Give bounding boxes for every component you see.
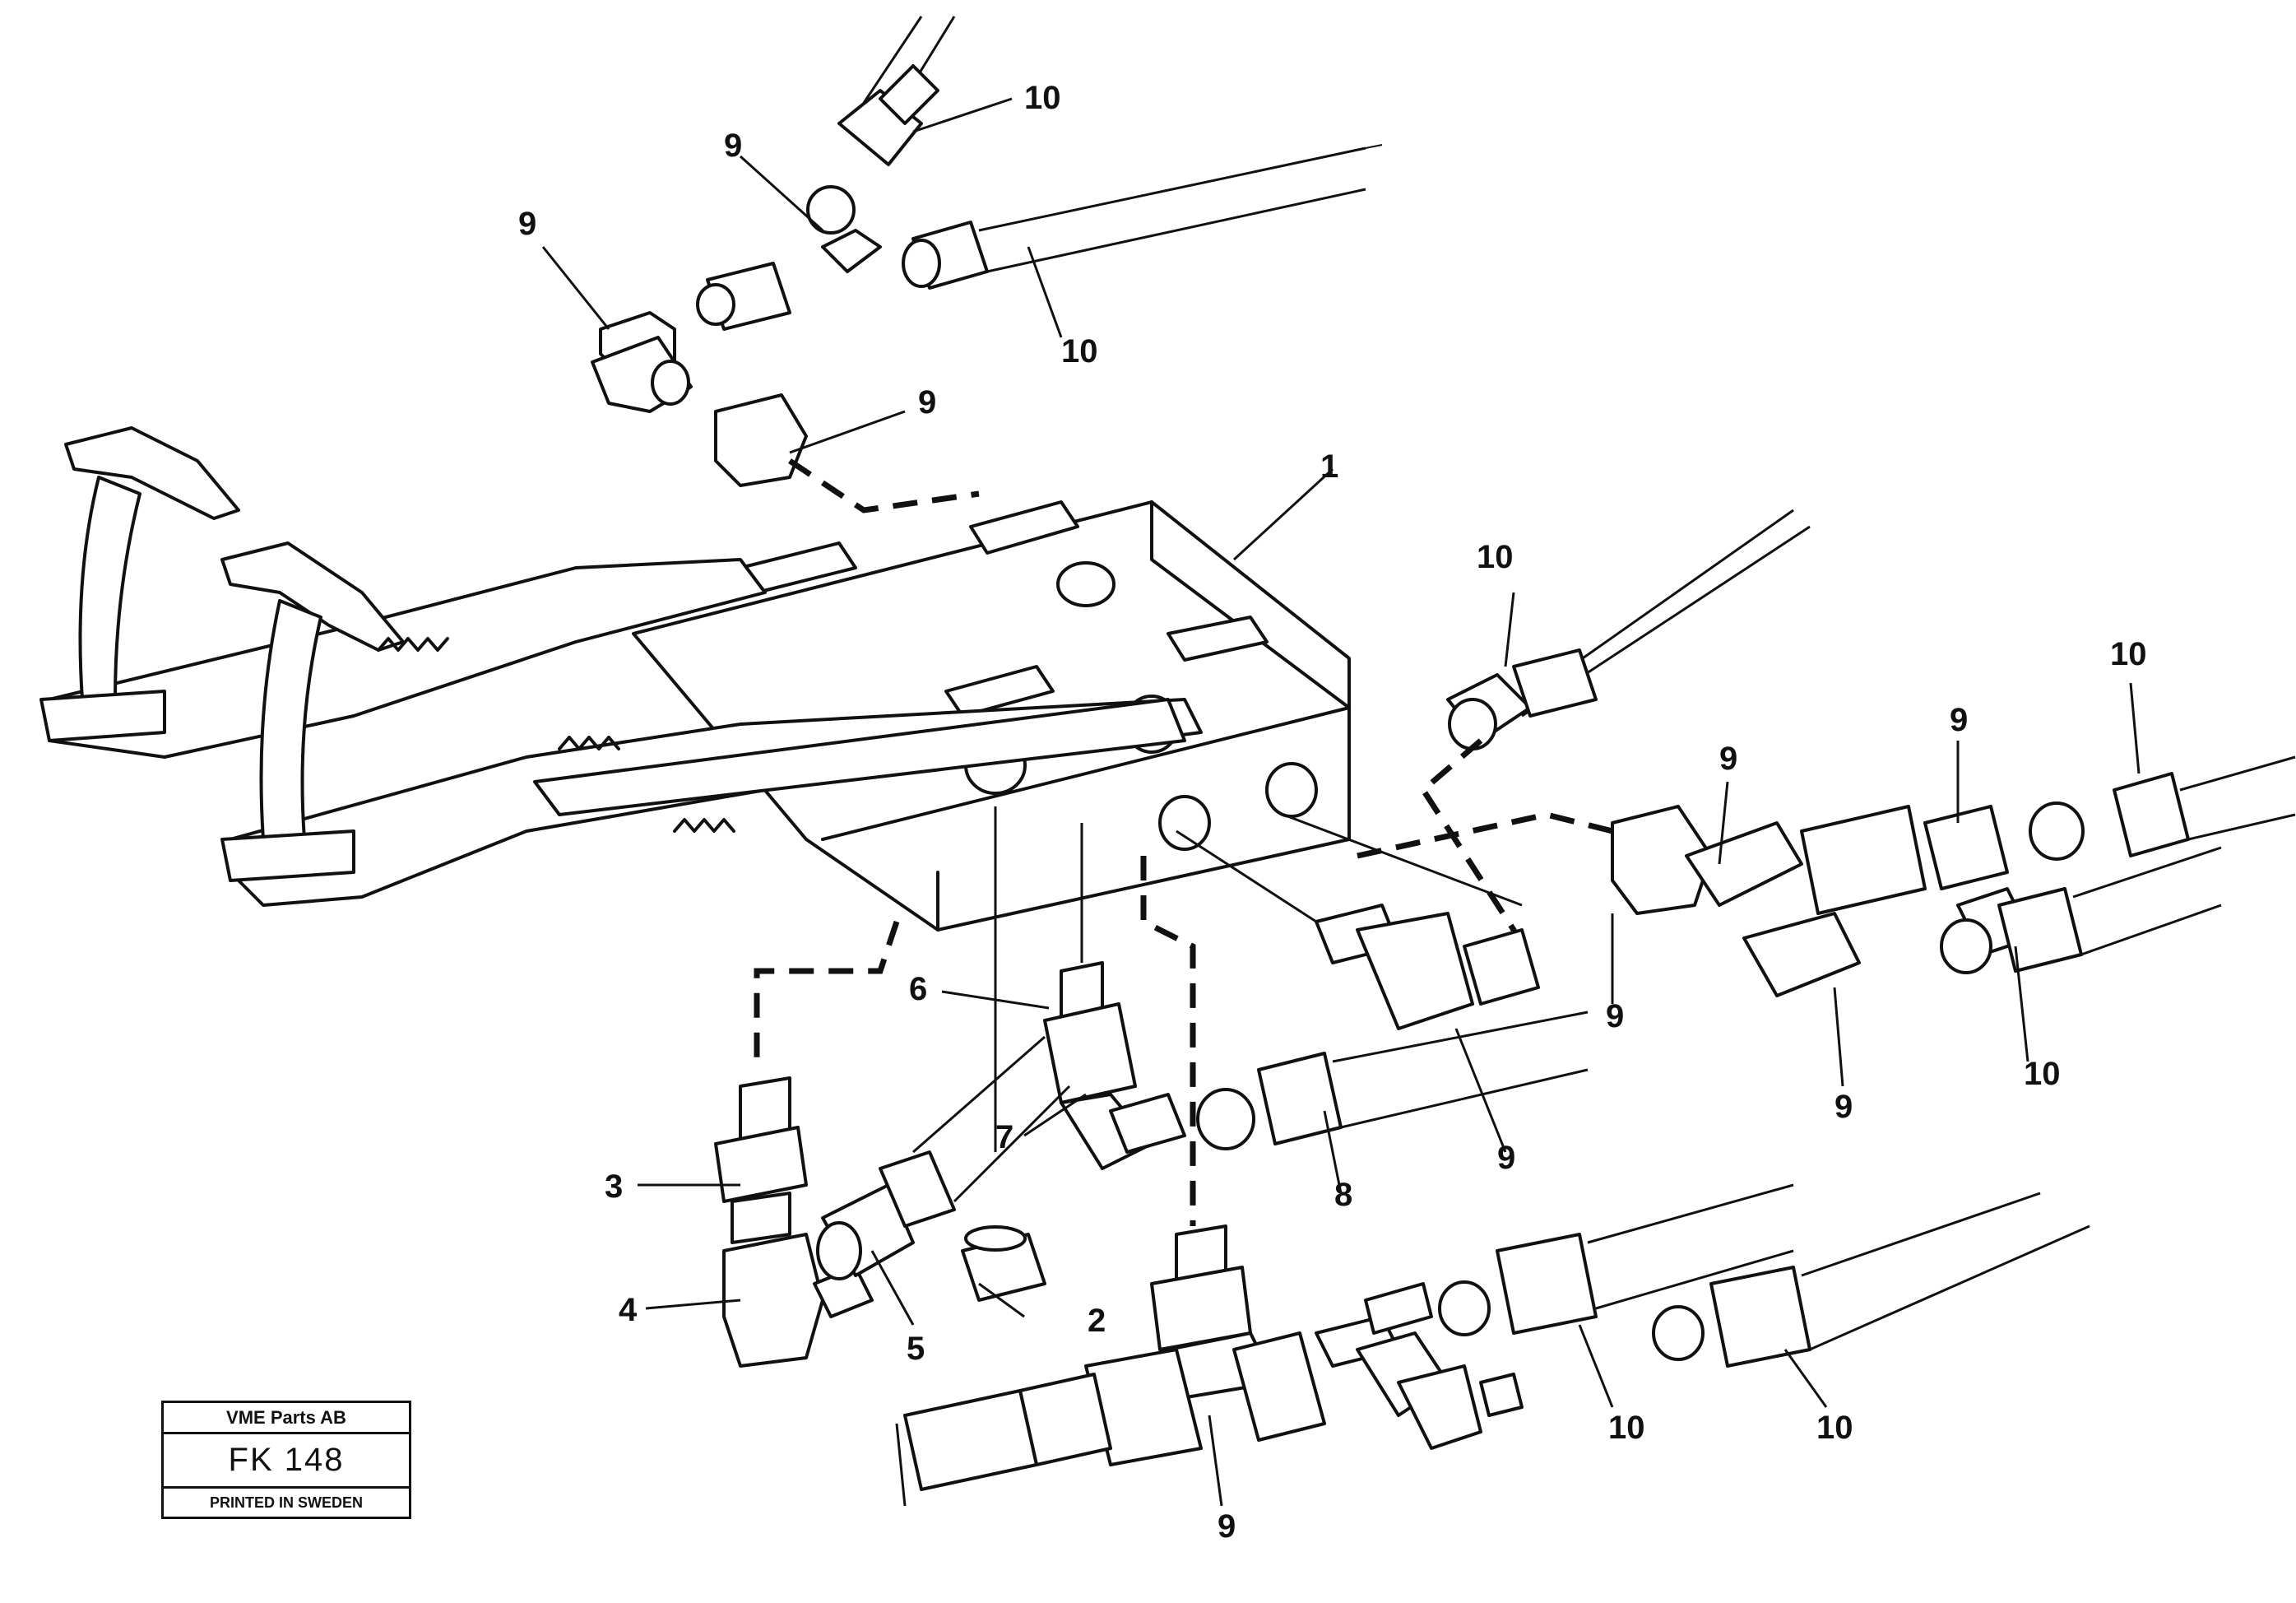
callout-9-mid: 9 <box>1497 1140 1515 1176</box>
stamp-company: VME Parts AB <box>164 1403 409 1434</box>
stamp-figure-number: FK 148 <box>164 1434 409 1489</box>
callout-9-bottom: 9 <box>1218 1508 1236 1545</box>
middle-fittings <box>1043 904 1589 1170</box>
guide-lines <box>754 806 1523 1226</box>
callout-10-right-c: 10 <box>2024 1056 2061 1092</box>
callout-10-upper: 10 <box>1061 333 1098 369</box>
callout-9-top-left: 9 <box>518 206 536 242</box>
callout-9-right-b: 9 <box>1950 702 1968 738</box>
bottom-manifold <box>895 1183 2090 1507</box>
upper-fittings <box>591 16 1383 513</box>
parts-stamp: VME Parts AB FK 148 PRINTED IN SWEDEN <box>161 1401 411 1519</box>
callout-leaders <box>541 97 2141 1507</box>
callout-10-right-b: 10 <box>2110 636 2147 672</box>
callout-labels: 1 2 3 4 5 6 7 8 10 9 9 10 9 10 10 9 9 9 … <box>518 80 2147 1545</box>
callout-10-bottom-a: 10 <box>1608 1410 1645 1446</box>
callout-10-right-a: 10 <box>1477 539 1514 575</box>
callout-10-top: 10 <box>1024 80 1061 116</box>
callout-10-bottom-b: 10 <box>1816 1410 1853 1446</box>
callout-4: 4 <box>619 1292 638 1328</box>
callout-2: 2 <box>1088 1303 1106 1339</box>
callout-8: 8 <box>1334 1177 1352 1213</box>
callout-9-upper: 9 <box>918 384 936 420</box>
callout-6: 6 <box>909 971 927 1007</box>
right-fittings <box>1357 509 2296 997</box>
lower-left-fittings <box>714 1035 1071 1368</box>
callout-1: 1 <box>1320 448 1338 485</box>
callout-7: 7 <box>995 1119 1013 1155</box>
callout-9-top: 9 <box>724 128 742 164</box>
stamp-printed: PRINTED IN SWEDEN <box>209 1494 363 1511</box>
callout-9-right-d: 9 <box>1834 1089 1853 1125</box>
callout-3: 3 <box>605 1169 623 1205</box>
callout-5: 5 <box>907 1331 925 1367</box>
callout-9-right-c: 9 <box>1606 998 1624 1034</box>
callout-9-right-a: 9 <box>1719 741 1737 777</box>
pedal-assembly <box>39 426 1203 907</box>
